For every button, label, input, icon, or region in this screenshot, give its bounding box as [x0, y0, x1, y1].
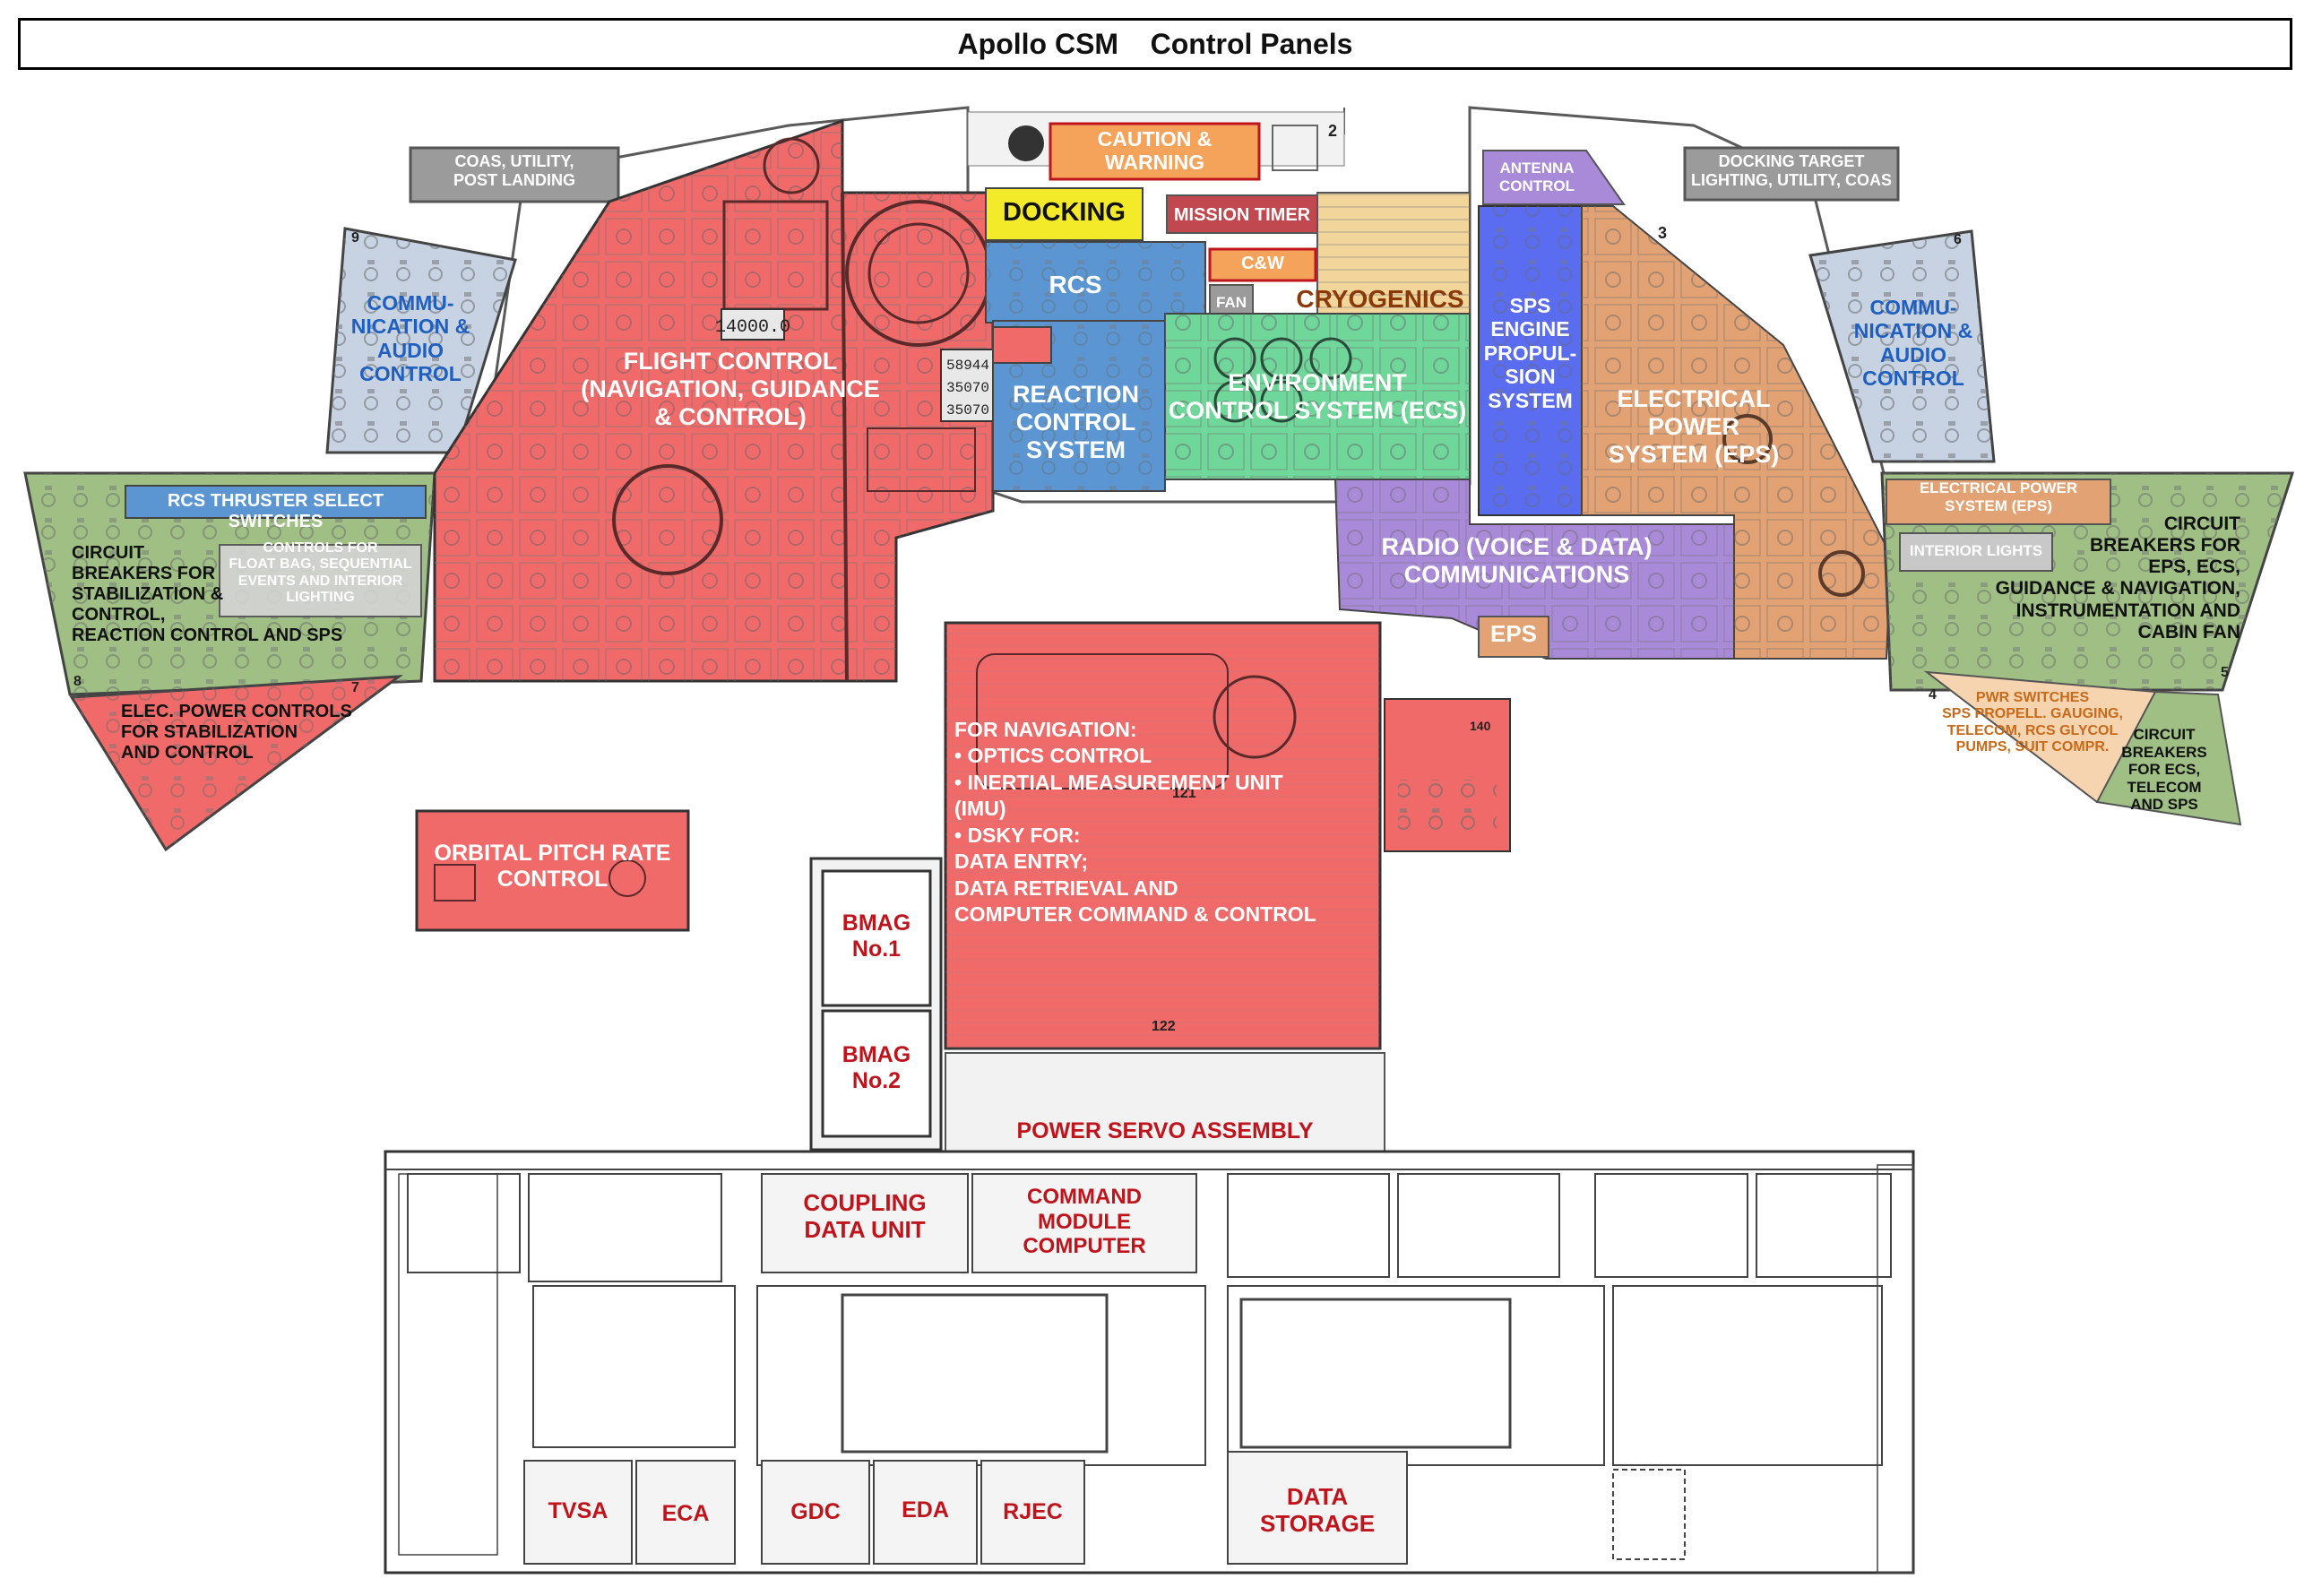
- bmag1-label: BMAG No.1: [841, 910, 911, 962]
- interior-lights-label: INTERIOR LIGHTS: [1909, 542, 2043, 559]
- cb-ecs-label: CIRCUIT BREAKERS FOR ECS, TELECOM AND SP…: [2121, 726, 2207, 814]
- tvsa-label: TVSA: [548, 1498, 608, 1523]
- rjec-label: RJEC: [1003, 1499, 1063, 1524]
- panel-number-2: 2: [1328, 122, 1337, 140]
- eda-label: EDA: [902, 1497, 949, 1523]
- navigation-label: FOR NAVIGATION: • OPTICS CONTROL • INERT…: [954, 718, 1316, 927]
- eca-label: ECA: [661, 1501, 710, 1526]
- radio-label: RADIO (VOICE & DATA) COMMUNICATIONS: [1381, 533, 1653, 589]
- bmag2-label: BMAG No.2: [841, 1042, 911, 1093]
- comm-left-label: COMMU- NICATION & AUDIO CONTROL: [350, 291, 470, 386]
- tvsa-box: [523, 1460, 633, 1565]
- coas-panel: [409, 146, 620, 203]
- bmag1-box: [821, 869, 932, 1007]
- eps-small-label: EPS: [1489, 620, 1538, 647]
- controls-float-label: CONTROLS FOR FLOAT BAG, SEQUENTIAL EVENT…: [229, 540, 412, 606]
- panel-number-140: 140: [1470, 719, 1491, 733]
- antenna-label: ANTENNA CONTROL: [1498, 160, 1575, 194]
- rcs-thruster-panel: [125, 485, 427, 519]
- panel-number-9: 9: [351, 230, 359, 246]
- docking-target-panel: [1683, 146, 1900, 202]
- cmc-label: COMMAND MODULE COMPUTER: [1023, 1185, 1146, 1259]
- power-servo-label: POWER SERVO ASSEMBLY: [1016, 1118, 1314, 1143]
- coupling-label: COUPLING DATA UNIT: [803, 1189, 927, 1243]
- flight-control-label: FLIGHT CONTROL (NAVIGATION, GUIDANCE & C…: [581, 348, 880, 431]
- cb-left-label: CIRCUIT BREAKERS FOR STABILIZATION & CON…: [72, 543, 343, 645]
- docking-panel: [985, 187, 1144, 241]
- pwr-switches-label: PWR SWITCHES SPS PROPELL. GAUGING, TELEC…: [1942, 690, 2123, 755]
- panel-number-4: 4: [1929, 687, 1937, 703]
- panel-number-5: 5: [2221, 665, 2229, 680]
- panel-number-121: 121: [1172, 786, 1196, 801]
- cw-label: C&W: [1241, 254, 1284, 273]
- cb-right-label: CIRCUIT BREAKERS FOR EPS, ECS, GUIDANCE …: [1995, 513, 2240, 643]
- eps-small-panel: [1478, 616, 1549, 658]
- docking-target-label: DOCKING TARGET LIGHTING, UTILITY, COAS: [1691, 152, 1892, 189]
- elec-power-controls-label: ELEC. POWER CONTROLS FOR STABILIZATION A…: [121, 702, 352, 763]
- rcs-label: RCS: [1049, 271, 1102, 298]
- panel-number-3: 3: [1658, 224, 1667, 242]
- comm-right-label: COMMU- NICATION & AUDIO CONTROL: [1853, 296, 1973, 391]
- electrical-power-system-label: ELECTRICAL POWER SYSTEM (EPS): [1919, 479, 2078, 514]
- cw-panel: [1208, 247, 1317, 282]
- cryogenics-label: CRYOGENICS: [1296, 285, 1464, 313]
- panel-number-122: 122: [1152, 1019, 1176, 1034]
- panel-number-8: 8: [73, 674, 82, 689]
- electrical-power-system-panel: [1886, 479, 2111, 525]
- coas-label: COAS, UTILITY, POST LANDING: [453, 152, 575, 189]
- docking-label: DOCKING: [1003, 198, 1126, 227]
- dsky-display-c: 35070: [946, 402, 989, 418]
- counter-display: 14000.0: [715, 317, 790, 338]
- eps-label: ELECTRICAL POWER SYSTEM (EPS): [1608, 385, 1780, 469]
- fan-label: FAN: [1216, 294, 1247, 311]
- mission-timer-panel: [1166, 194, 1318, 234]
- ecs-label: ENVIRONMENT CONTROL SYSTEM (ECS): [1168, 369, 1467, 425]
- caution-warning-label: CAUTION & WARNING: [1097, 127, 1213, 175]
- antenna-panel: [1482, 150, 1626, 205]
- rjec-box: [980, 1460, 1085, 1565]
- gdc-box: [761, 1460, 870, 1565]
- reaction-control-label: REACTION CONTROL SYSTEM: [1013, 381, 1139, 464]
- eda-box: [873, 1460, 978, 1565]
- dsky-display-b: 35070: [946, 380, 989, 396]
- controls-float-panel: [219, 544, 422, 617]
- caution-warning-panel: [1049, 122, 1261, 181]
- data-storage-box: [1227, 1451, 1408, 1565]
- mission-timer-label: MISSION TIMER: [1173, 205, 1311, 225]
- interior-lights-panel: [1899, 532, 2053, 572]
- gdc-label: GDC: [790, 1499, 841, 1524]
- dsky-display-a: 58944: [946, 358, 989, 374]
- orbital-pitch-label: ORBITAL PITCH RATE CONTROL: [434, 841, 671, 892]
- eca-box: [635, 1460, 736, 1565]
- rcs-thruster-label: RCS THRUSTER SELECT SWITCHES: [167, 491, 384, 531]
- cb-ecs-panel: [2095, 690, 2242, 826]
- panel-number-7: 7: [351, 680, 359, 695]
- panel-number-6: 6: [1954, 232, 1962, 247]
- page-title: Apollo CSM Control Panels: [18, 18, 2292, 70]
- sps-label: SPS ENGINE PROPUL- SION SYSTEM: [1483, 294, 1577, 412]
- data-storage-label: DATA STORAGE: [1259, 1483, 1376, 1537]
- bmag2-box: [821, 1009, 932, 1138]
